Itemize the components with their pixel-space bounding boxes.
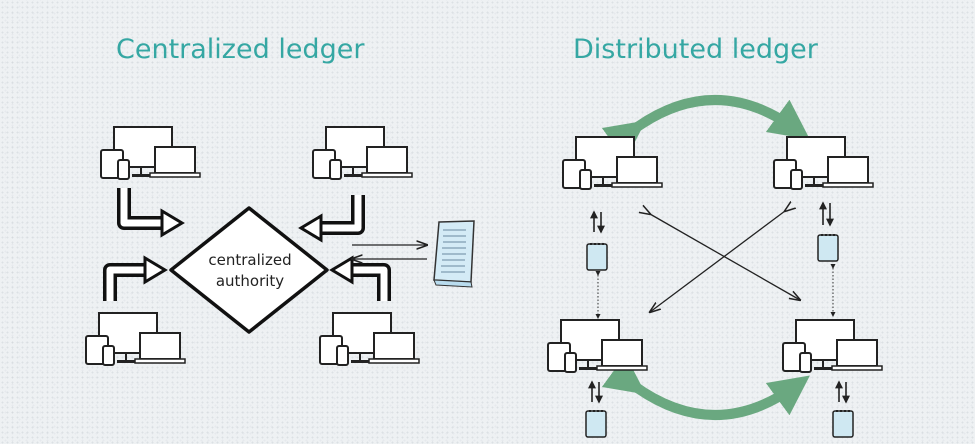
centralized-authority-label: centralized authority: [172, 250, 328, 292]
computer-cluster-icon: [100, 126, 201, 180]
arrow-bottom-right: [329, 255, 391, 301]
authority-label-line1: centralized: [208, 251, 292, 269]
computer-cluster-icon: [312, 126, 413, 180]
computer-cluster-icon: [319, 312, 420, 366]
computer-cluster-icon: [547, 319, 648, 373]
computer-cluster-icon: [562, 136, 663, 190]
arrow-top-left: [117, 188, 185, 238]
centralized-authority-diamond: [169, 206, 329, 334]
document-icon: [433, 220, 475, 288]
computer-cluster-icon: [85, 312, 186, 366]
arrow-top-right: [298, 195, 365, 243]
sync-arrows: [601, 95, 810, 420]
computer-cluster-icon: [773, 136, 874, 190]
client-to-authority-arrows: [103, 188, 391, 301]
distributed-ledger-title: Distributed ledger: [573, 34, 818, 65]
ledger-links: [595, 264, 836, 319]
authority-label-line2: authority: [215, 272, 285, 290]
centralized-ledger-title: Centralized ledger: [116, 34, 365, 65]
computer-cluster-icon: [782, 319, 883, 373]
ledger-icon: [586, 243, 608, 271]
ledger-icon: [817, 234, 839, 262]
document-exchange-arrows: [352, 245, 427, 259]
ledger-icon: [832, 410, 854, 438]
node-ledger-arrows: [588, 201, 850, 404]
peer-cross-arrows: [650, 211, 800, 312]
arrow-bottom-left: [103, 255, 168, 301]
ledger-icon: [585, 410, 607, 438]
